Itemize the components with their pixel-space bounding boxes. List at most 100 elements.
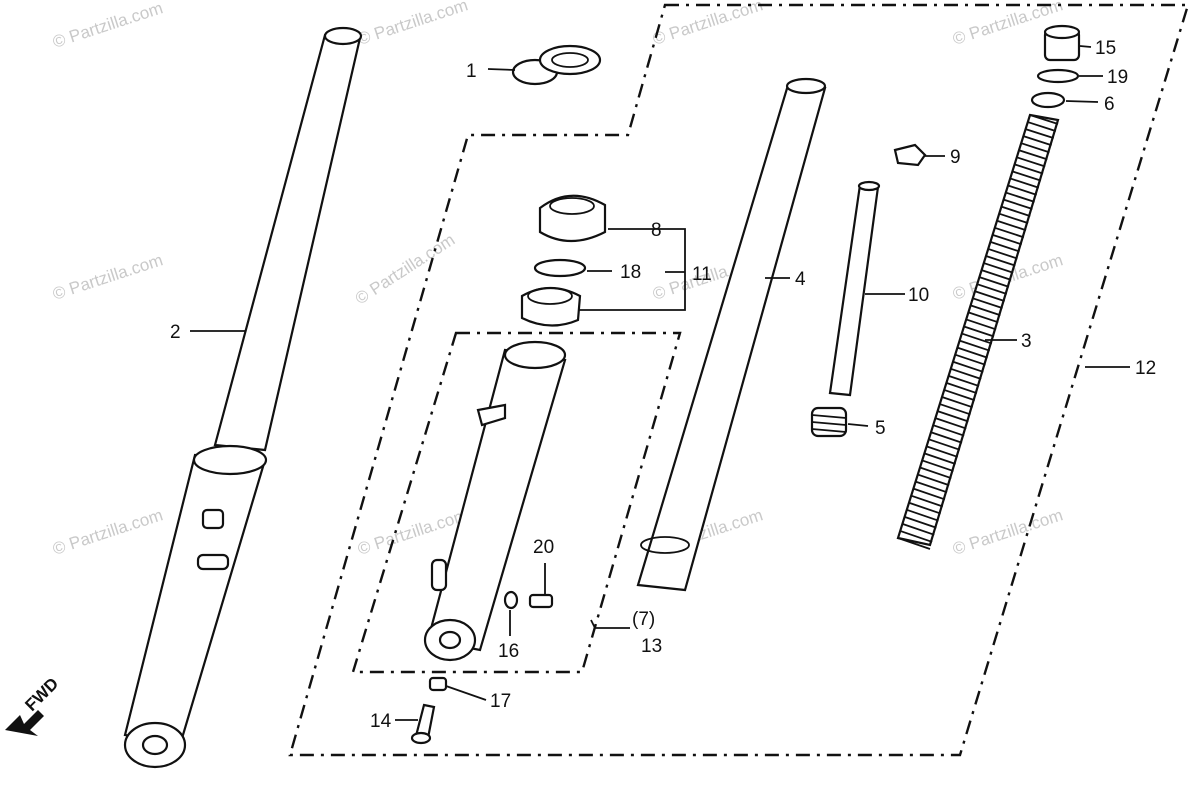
slider-top-opening	[503, 340, 567, 370]
spring-coil	[902, 523, 935, 536]
spring-coil	[946, 382, 978, 395]
spring-coil	[961, 332, 993, 345]
clamp-ring-right	[538, 44, 602, 76]
spring-coil	[1025, 128, 1055, 140]
drain-bolt	[528, 593, 554, 609]
spring-coil	[990, 241, 1020, 253]
callout-labels: 1 2 3 4 5 6 (7) 8 9 10 11 12 13 14 15 16…	[170, 38, 1156, 732]
spring-coil	[954, 353, 986, 366]
spring-coil	[935, 417, 967, 430]
callout-6: 6	[1104, 94, 1115, 115]
part-10-damper-rod	[828, 180, 881, 397]
spring-coil	[1003, 198, 1033, 210]
fork-tube-left	[213, 33, 362, 452]
socket-bolt-head	[410, 731, 432, 745]
spring-coil	[930, 431, 963, 444]
spring-coil	[963, 325, 995, 338]
part-17-spring	[428, 676, 448, 692]
fork-slider-collar	[192, 444, 268, 476]
spring-coil	[1027, 121, 1057, 132]
spring-coil	[952, 360, 984, 373]
watermark: © Partzilla.com	[352, 230, 458, 308]
part-19-o-ring	[1036, 68, 1080, 84]
callout-13: 13	[641, 636, 662, 657]
part-6-washer	[1030, 91, 1066, 109]
callout-9: 9	[950, 147, 961, 168]
part-8-dust-seal	[538, 194, 607, 242]
callout-1: 1	[466, 61, 477, 82]
callout-2: 2	[170, 322, 181, 343]
spring-coil	[950, 367, 982, 380]
spring-coil	[957, 346, 988, 359]
spring-coil	[1001, 205, 1031, 217]
dust-seal	[538, 194, 607, 242]
part-5-rebound-spring	[810, 406, 848, 438]
slider-side-boss	[476, 403, 507, 427]
spring-coil	[1023, 135, 1052, 147]
fork-lug-upper	[201, 508, 225, 530]
callout-4: 4	[795, 269, 806, 290]
part-20-drain-bolt	[528, 593, 554, 609]
fork-assembly-left	[123, 26, 363, 769]
callout-18: 18	[620, 262, 641, 283]
part-9-piston-ring	[893, 143, 927, 167]
spring-coil	[1016, 156, 1046, 168]
spring-coil	[926, 445, 959, 458]
callout-20: 20	[533, 537, 554, 558]
clamp-ring-inner	[551, 52, 589, 68]
part-1-clamp	[511, 44, 602, 86]
spring-coil	[906, 508, 939, 522]
fork-tube-top-cap	[323, 26, 363, 46]
spring-coil	[979, 276, 1010, 288]
spring-coil	[908, 501, 941, 515]
part-13-fork-slider	[423, 340, 567, 662]
leader-line-6	[1065, 100, 1099, 103]
leader-line-15	[1079, 45, 1092, 48]
spring-coil	[928, 438, 961, 451]
part-16-sealing-washer	[503, 590, 519, 610]
callout-3: 3	[1021, 331, 1032, 352]
slider-lug	[430, 558, 448, 592]
spring-coil	[937, 410, 969, 423]
spring-coil	[1005, 191, 1035, 203]
fork-axle-hole	[141, 734, 169, 756]
slider-axle-hole	[438, 630, 462, 650]
spring-coil	[939, 403, 971, 416]
spring-coil	[1018, 149, 1048, 161]
fork-slider-left	[123, 453, 267, 747]
spring-coil	[1012, 170, 1042, 182]
spring-coil	[941, 396, 973, 409]
callout-19: 19	[1107, 67, 1128, 88]
spring-coil	[976, 283, 1008, 295]
callout-14: 14	[370, 711, 392, 732]
oil-seal-opening	[527, 287, 573, 305]
spring-coil	[981, 269, 1012, 281]
spring-coil	[998, 212, 1029, 225]
watermark: © Partzilla.com	[50, 505, 165, 558]
forward-arrow-icon	[5, 710, 44, 736]
callout-5: 5	[875, 418, 886, 439]
inner-tube-bush	[640, 536, 690, 554]
spring-coil	[994, 226, 1025, 239]
spring-coil	[1014, 163, 1044, 175]
spring-coil	[983, 262, 1014, 274]
leader-line-5	[847, 423, 869, 427]
spring-coil	[811, 414, 847, 419]
callout-17: 17	[490, 691, 511, 712]
fork-spring-body	[896, 113, 1060, 547]
spring-coil	[987, 248, 1018, 260]
fork-spring-coils	[897, 114, 1059, 550]
spring-coil	[968, 311, 999, 324]
leader-line-8-11	[578, 228, 686, 311]
spring-coil	[899, 530, 933, 543]
spring-coil	[924, 452, 956, 465]
forward-direction-indicator: FWD	[5, 674, 62, 736]
inner-tube-top	[785, 77, 827, 95]
spring-coil	[985, 255, 1016, 267]
spring-coil	[974, 290, 1005, 302]
part-18-stop-ring	[533, 258, 587, 278]
spring-coil	[897, 537, 931, 550]
callout-11: 11	[692, 264, 712, 285]
callout-12: 12	[1135, 358, 1156, 379]
watermark: © Partzilla.com	[950, 505, 1065, 558]
